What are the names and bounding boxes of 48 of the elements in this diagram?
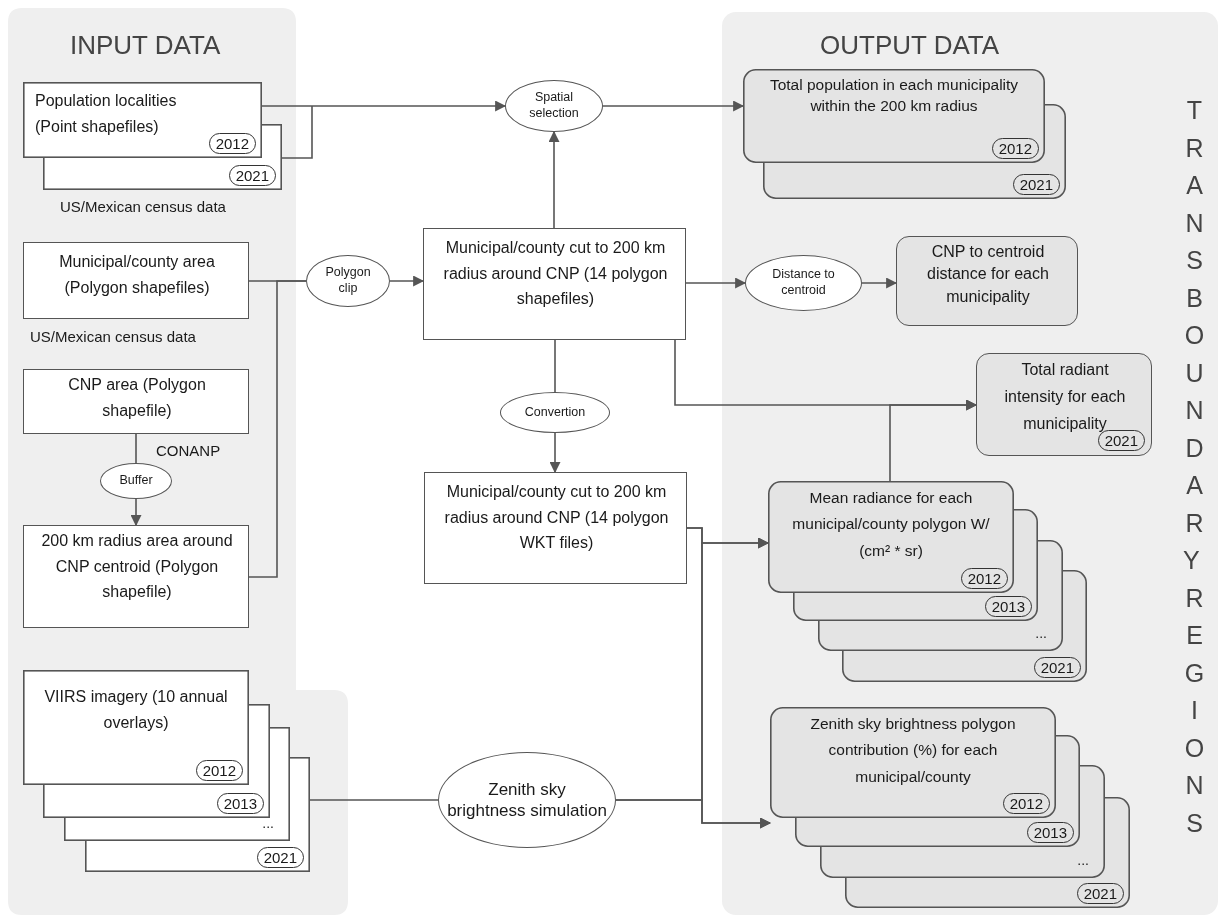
vertical-label: TRANSBOUNDARY REGIONS bbox=[1182, 95, 1206, 839]
card-text: Municipal/county cut to 200 km radius around CNP (14 polygon shapefiles) bbox=[442, 238, 669, 310]
connector-arrow bbox=[548, 130, 560, 229]
data-card bbox=[423, 228, 686, 340]
process-label: Distance to centroid bbox=[771, 267, 836, 299]
connector-arrow bbox=[861, 277, 898, 289]
process-label: Zenith sky brightness simulation bbox=[447, 778, 607, 822]
ellipsis-text: ... bbox=[1035, 625, 1047, 641]
connector-arrow bbox=[389, 275, 425, 287]
card-text: Municipal/county cut to 200 km radius around CNP (14 polygon WKT files) bbox=[443, 482, 670, 554]
data-card bbox=[976, 353, 1152, 456]
process-label: Buffer bbox=[119, 473, 153, 489]
source-note: US/Mexican census data bbox=[60, 198, 226, 215]
card-text: 200 km radius area around CNP centroid (Polygon shapefile) bbox=[40, 531, 234, 603]
connector-arrow bbox=[261, 100, 507, 159]
data-card bbox=[23, 369, 249, 434]
data-card bbox=[23, 525, 249, 628]
connector-arrow bbox=[602, 100, 745, 112]
section-panel bbox=[722, 12, 1218, 915]
card-text: Zenith sky brightness polygon contribution (%) for each municipal/county bbox=[809, 714, 1017, 787]
connector-line bbox=[135, 433, 137, 464]
card-text: CNP to centroid distance for each municipality bbox=[926, 242, 1050, 307]
connector-arrow bbox=[549, 432, 561, 474]
connector-line bbox=[554, 339, 556, 393]
process-label: Polygon clip bbox=[324, 265, 372, 297]
card-text: Total population in each municipality within the 200 km radius bbox=[768, 75, 1020, 116]
process-label: Spatial selection bbox=[528, 90, 580, 122]
source-note: CONANP bbox=[156, 442, 221, 459]
connector-arrow bbox=[685, 277, 747, 289]
card-text: CNP area (Polygon shapefile) bbox=[67, 375, 207, 421]
data-card bbox=[23, 242, 249, 319]
ellipsis-text: ... bbox=[1077, 852, 1089, 868]
connector-arrow bbox=[615, 799, 772, 829]
process-label: Convertion bbox=[524, 404, 586, 421]
connector-arrow bbox=[130, 498, 142, 527]
card-text: VIIRS imagery (10 annual overlays) bbox=[43, 687, 229, 733]
card-text: Population localities (Point shapefiles) bbox=[35, 91, 178, 137]
connector-arrow bbox=[889, 399, 978, 482]
section-title: OUTPUT DATA bbox=[820, 30, 1000, 61]
card-text: Municipal/county area (Polygon shapefiles) bbox=[58, 252, 216, 298]
card-text: Mean radiance for each municipal/county polygon W/ (cm² * sr) bbox=[791, 488, 991, 561]
data-card bbox=[424, 472, 687, 584]
section-title: INPUT DATA bbox=[70, 30, 221, 61]
connector-line bbox=[309, 799, 439, 801]
connector-line bbox=[248, 280, 307, 578]
source-note: US/Mexican census data bbox=[30, 328, 196, 345]
data-card bbox=[896, 236, 1078, 326]
ellipsis-text: ... bbox=[262, 815, 274, 831]
